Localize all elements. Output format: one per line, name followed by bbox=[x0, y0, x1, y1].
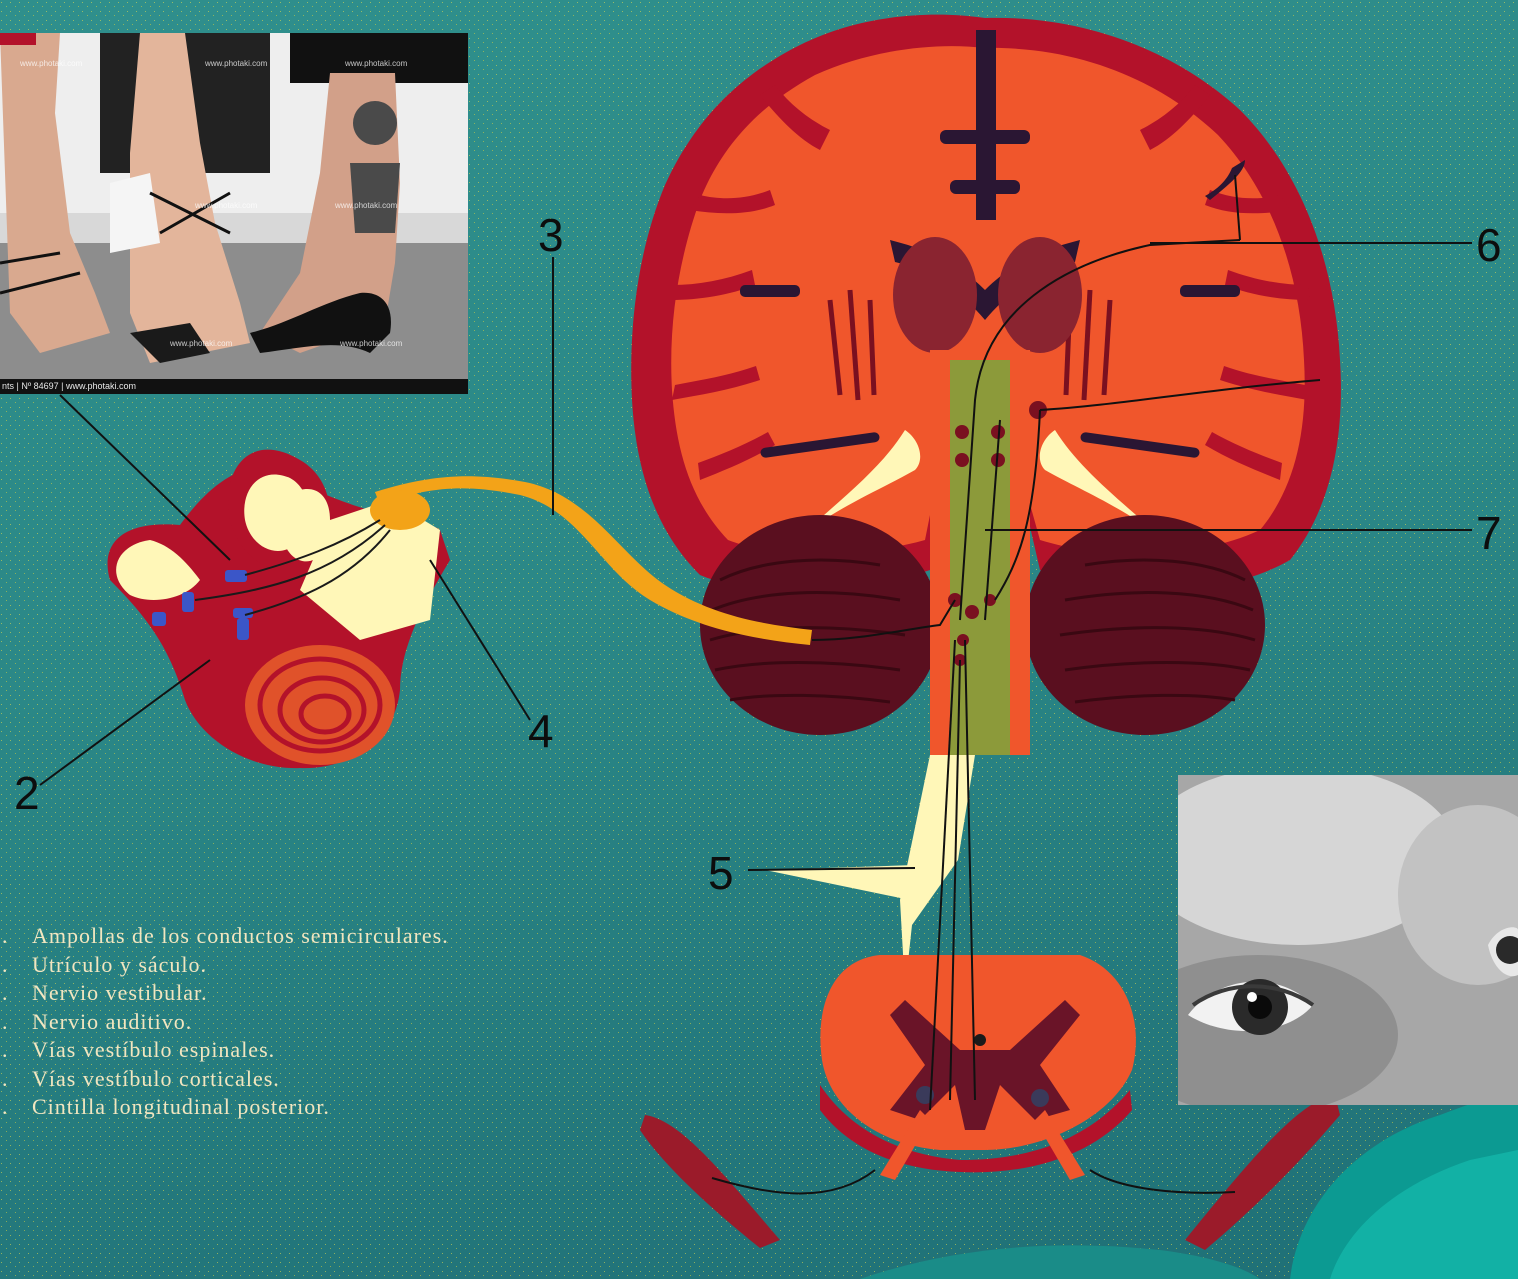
label-3: 3 bbox=[538, 212, 564, 258]
eyes-photo bbox=[1178, 775, 1518, 1105]
watermark: www.photaki.com bbox=[195, 201, 257, 210]
watermark: www.photaki.com bbox=[170, 339, 232, 348]
label-7: 7 bbox=[1476, 510, 1502, 556]
photo-credit: nts | Nº 84697 | www.photaki.com bbox=[0, 379, 468, 394]
legend-item: .Utrículo y sáculo. bbox=[0, 951, 449, 980]
legend-item: .Vías vestíbulo espinales. bbox=[0, 1036, 449, 1065]
label-5: 5 bbox=[708, 850, 734, 896]
watermark: www.photaki.com bbox=[205, 59, 267, 68]
eyes-photo-art bbox=[1178, 775, 1518, 1105]
legend-item: .Cintilla longitudinal posterior. bbox=[0, 1093, 449, 1122]
legend-item: .Ampollas de los conductos semicirculare… bbox=[0, 922, 449, 951]
legend-item: .Nervio auditivo. bbox=[0, 1008, 449, 1037]
legs-photo: www.photaki.com www.photaki.com www.phot… bbox=[0, 33, 468, 394]
legend-list: .Ampollas de los conductos semicirculare… bbox=[0, 922, 449, 1122]
legend-item: .Vías vestíbulo corticales. bbox=[0, 1065, 449, 1094]
watermark: www.photaki.com bbox=[20, 59, 82, 68]
watermark: www.photaki.com bbox=[345, 59, 407, 68]
label-2: 2 bbox=[14, 770, 40, 816]
watermark: www.photaki.com bbox=[335, 201, 397, 210]
label-4: 4 bbox=[528, 708, 554, 754]
watermark: www.photaki.com bbox=[340, 339, 402, 348]
label-6: 6 bbox=[1476, 222, 1502, 268]
legend-item: .Nervio vestibular. bbox=[0, 979, 449, 1008]
